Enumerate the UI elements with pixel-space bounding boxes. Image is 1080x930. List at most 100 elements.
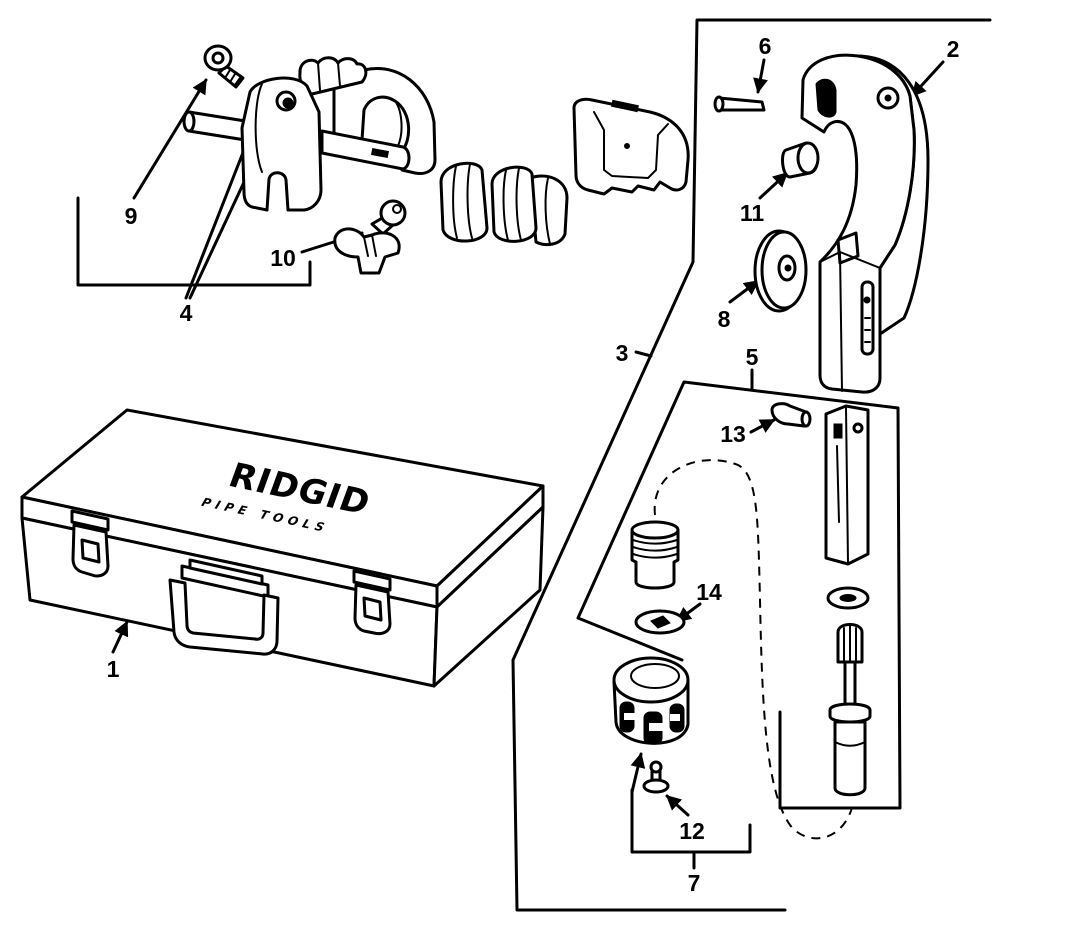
feed-screw-shaft — [843, 660, 857, 710]
yoke-sleeve-slot — [370, 147, 390, 159]
bracket-assembly-4 — [76, 196, 312, 287]
case-handle-mount-top — [188, 558, 264, 586]
pin-6-body — [717, 96, 766, 112]
part-8-cutter-wheel — [753, 229, 808, 313]
yoke-c-housing-inner-edge — [394, 100, 403, 147]
label-part-14: 14 — [696, 579, 722, 605]
feed-screw-knurl-lines — [843, 625, 857, 661]
roller-half-groove — [544, 177, 551, 245]
case-left-latch-opening — [80, 538, 101, 564]
frame-roller-axle — [884, 94, 892, 102]
part-4-yoke-assembly — [182, 56, 437, 212]
rollers — [439, 161, 569, 247]
guide-bracket-body — [572, 97, 690, 196]
wheel-8-bore — [784, 264, 792, 272]
yoke-plate-hole-shadow — [282, 97, 294, 109]
knob-top — [612, 656, 690, 704]
part-12-screw-head — [642, 778, 670, 794]
label-part-6: 6 — [759, 33, 772, 59]
leader-11 — [758, 171, 789, 200]
leader-8 — [728, 279, 760, 304]
knob-collar-threads — [632, 539, 678, 559]
label-part-7: 7 — [688, 870, 701, 896]
leader-13 — [749, 418, 776, 434]
part-7-knob-assembly — [612, 520, 690, 794]
label-part-2: 2 — [947, 36, 960, 62]
slide-block-fork-gap — [833, 423, 843, 439]
dashed-connection-loop — [653, 459, 853, 840]
bracket-assembly-7 — [630, 788, 752, 854]
frame-handle-slot-pin — [863, 296, 871, 304]
part-9-screw — [203, 44, 245, 89]
feed-screw-barrel — [833, 720, 867, 797]
leader-4a — [184, 148, 246, 300]
yoke-sleeve — [320, 129, 411, 171]
yoke-rod-end — [182, 110, 196, 133]
wing-screw-center-lines — [363, 234, 377, 257]
frame-handle-slot-marks — [864, 317, 871, 343]
feed-screw-collar — [828, 702, 872, 724]
knob-grip-rib-left — [624, 713, 635, 720]
part-5-feed-assembly — [824, 404, 872, 797]
case-handle — [168, 578, 280, 656]
label-part-12: 12 — [679, 818, 705, 844]
label-part-10: 10 — [270, 245, 296, 271]
label-part-5: 5 — [746, 344, 759, 370]
part-2-cutter-frame — [800, 53, 930, 394]
part-13-pin — [770, 402, 812, 428]
label-part-4: 4 — [180, 300, 193, 326]
part-6-pin — [713, 95, 766, 113]
screw-9-threads — [224, 69, 241, 86]
knob-top-inner — [630, 663, 680, 689]
pin-13-end — [800, 410, 812, 428]
roller-half — [528, 174, 569, 247]
frame-hook-opening — [815, 78, 837, 118]
case-right-latch-opening — [362, 596, 383, 622]
label-part-8: 8 — [718, 306, 731, 332]
leader-3 — [634, 350, 653, 358]
knob-grip-rib-right — [670, 714, 680, 721]
guide-bracket-hole — [624, 143, 630, 149]
leader-7-arrow — [630, 752, 646, 794]
knob-collar-top — [630, 520, 680, 540]
frame-handle-front-edge — [839, 251, 843, 392]
roller-left-grooves — [452, 163, 473, 239]
leader-2 — [910, 60, 945, 98]
leader-12 — [665, 794, 690, 817]
slide-block-pin-hole — [852, 422, 864, 434]
label-part-9: 9 — [125, 203, 138, 229]
part-14-washer-hole — [650, 615, 671, 629]
part-10-wing-screw — [333, 199, 407, 275]
knob-grip-rib-center — [649, 723, 663, 731]
case-left-latch-plate — [70, 509, 110, 532]
case-right-latch-plate — [352, 569, 392, 592]
part-1-tool-case: RIDGID PIPE TOOLS — [20, 408, 545, 688]
guide-bracket — [572, 97, 690, 196]
label-part-13: 13 — [720, 421, 746, 447]
wing-screw-ball-highlight — [392, 204, 402, 214]
roller-middle — [490, 165, 538, 243]
yoke-front-plate-edge — [254, 83, 263, 173]
roller-left — [439, 161, 489, 243]
screw-9-head-center — [211, 51, 225, 65]
guide-bracket-channel — [593, 111, 669, 179]
leader-6 — [753, 58, 768, 94]
label-part-3: 3 — [616, 340, 629, 366]
bracket-kit-3 — [511, 18, 992, 912]
feed-screw-barrel-ring — [834, 741, 866, 747]
feed-washer-hole — [839, 594, 857, 602]
guide-bracket-top-notch — [611, 99, 639, 113]
slide-block-slot — [836, 445, 840, 523]
case-side-panel — [432, 505, 545, 688]
part-11-roller — [781, 141, 820, 179]
frame-body — [800, 53, 916, 394]
leader-9 — [132, 78, 208, 200]
yoke-top-roller-dividers — [317, 62, 341, 91]
label-part-1: 1 — [107, 656, 120, 682]
slide-block-front-edge — [845, 407, 849, 564]
yoke-front-plate — [240, 76, 323, 212]
wing-screw-ball — [379, 199, 407, 227]
roller-middle-grooves — [502, 167, 522, 241]
leader-4b — [188, 163, 254, 300]
